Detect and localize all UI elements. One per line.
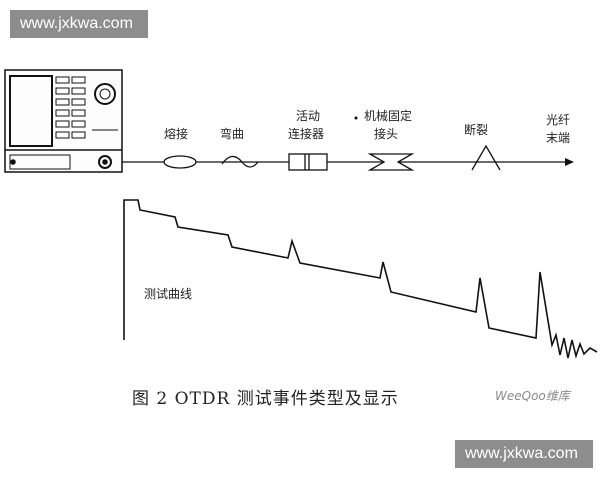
mechanical-splice-symbol	[367, 153, 415, 171]
weeqoo-logo: WeeQoo维库	[495, 389, 572, 403]
fiber-arrow-icon	[565, 158, 574, 166]
label-mech-splice-2: 接头	[374, 126, 398, 141]
bend-symbol	[221, 155, 259, 168]
fiber-port-icon	[98, 155, 112, 169]
otdr-instrument	[4, 69, 123, 173]
keypad	[55, 76, 86, 139]
dial-knob-icon	[94, 83, 116, 105]
watermark-bottom: www.jxkwa.com	[455, 440, 593, 468]
fusion-splice-symbol	[163, 155, 197, 169]
label-connector-1: 活动	[296, 109, 320, 123]
connector-symbol	[288, 153, 328, 171]
label-break: 断裂	[464, 122, 488, 137]
label-fiber-end-2: 末端	[546, 131, 570, 145]
label-fusion-splice: 熔接	[164, 126, 188, 141]
watermark-top: www.jxkwa.com	[10, 10, 148, 38]
label-fiber-end-1: 光纤	[546, 113, 570, 127]
otdr-trace	[123, 199, 598, 359]
label-bend: 弯曲	[220, 126, 244, 141]
figure-caption: 图 2 OTDR 测试事件类型及显示	[132, 389, 399, 409]
label-mech-splice-1: 机械固定	[364, 108, 412, 123]
trace-label: 测试曲线	[144, 286, 192, 301]
label-connector-2: 连接器	[288, 126, 324, 141]
break-symbol	[471, 144, 501, 171]
